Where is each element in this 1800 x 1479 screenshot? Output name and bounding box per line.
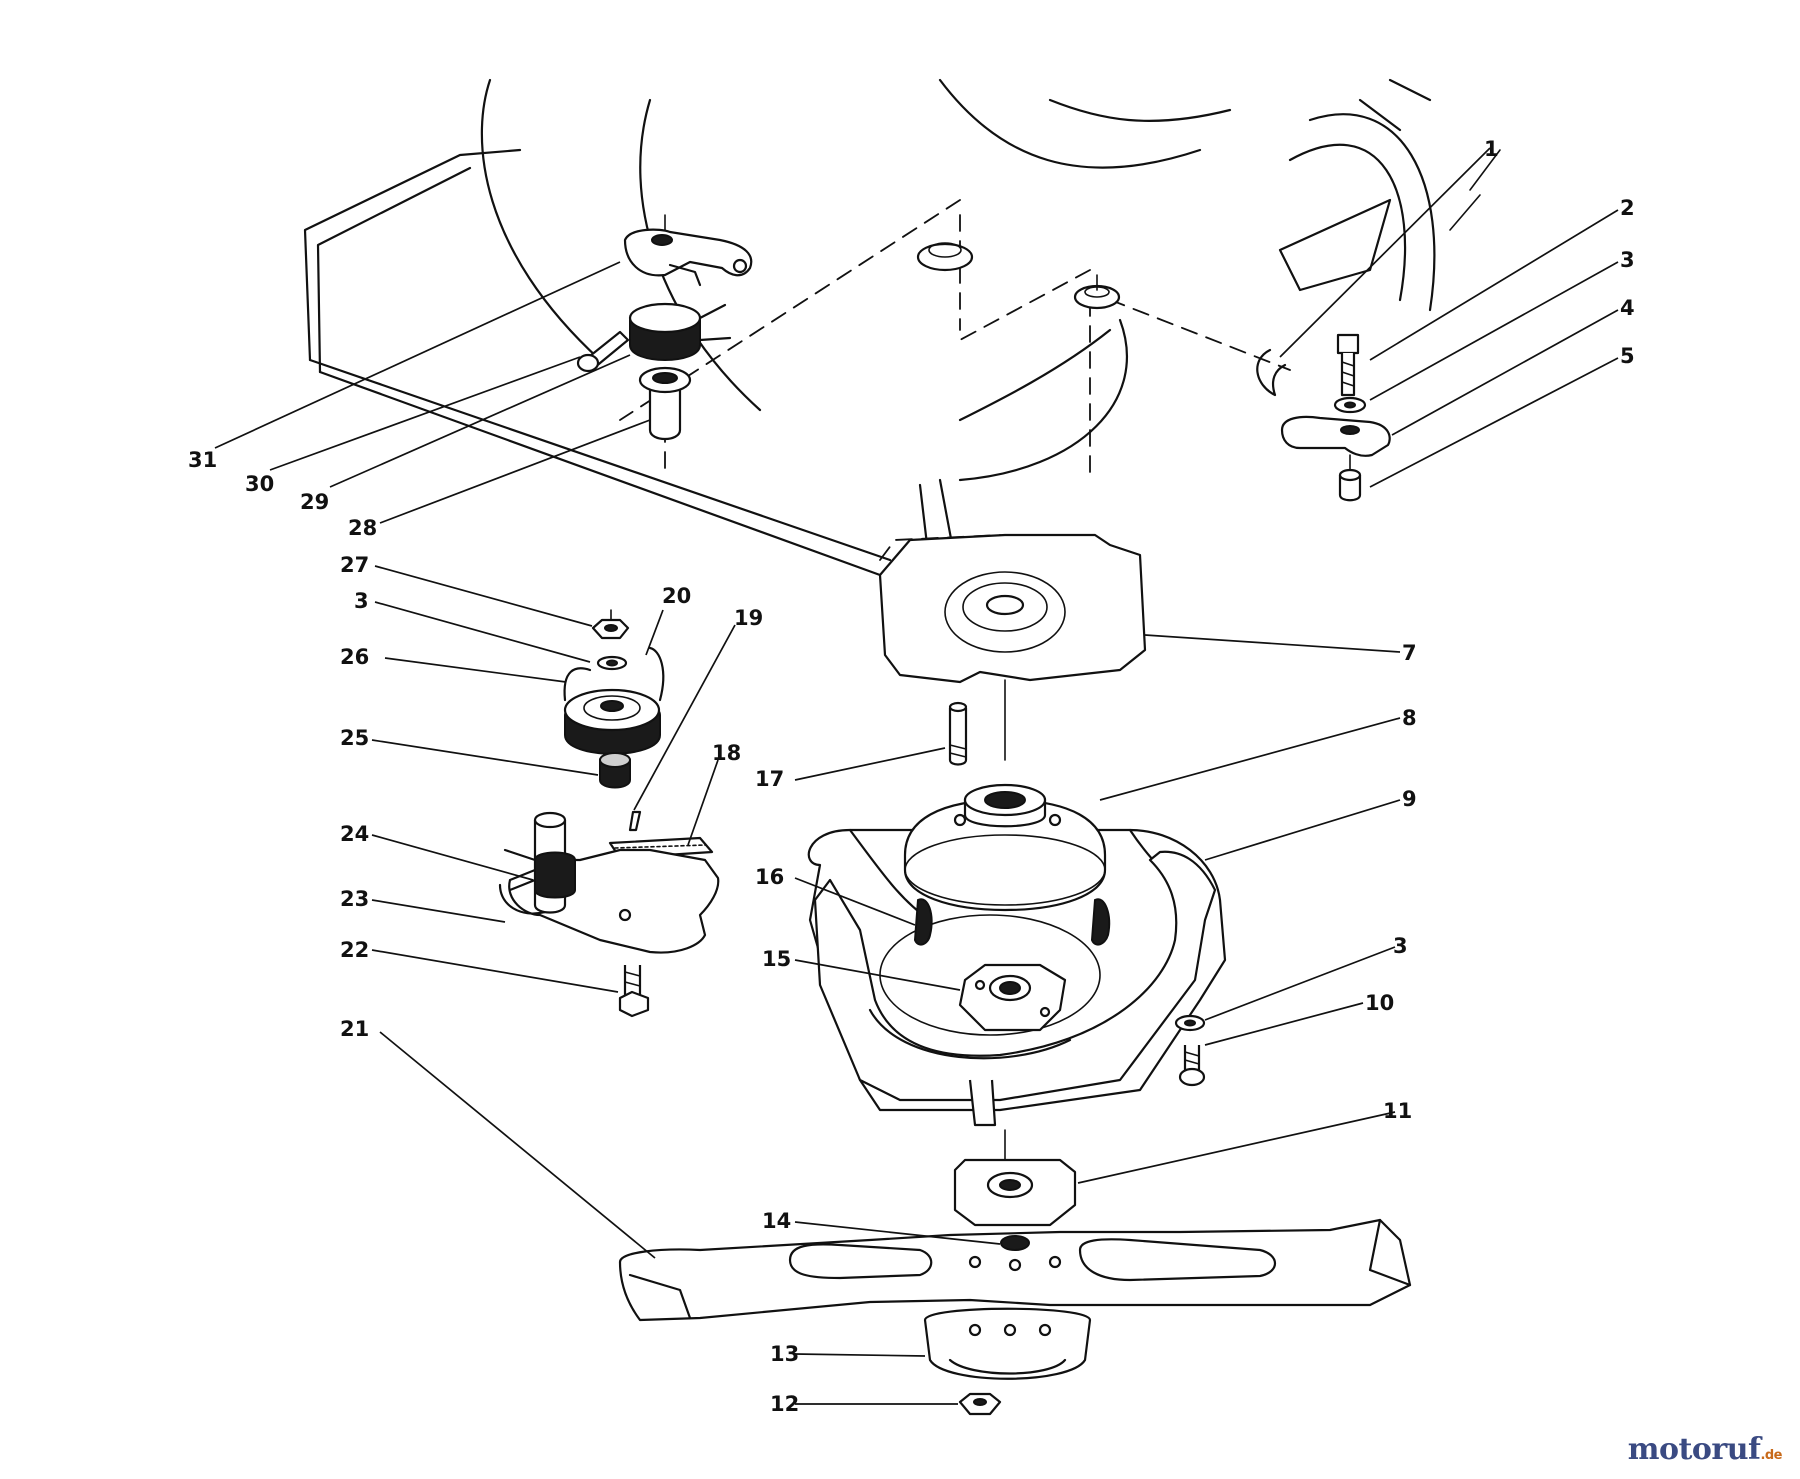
height-adjust-assembly: [576, 214, 753, 441]
callout-25: 25: [340, 726, 369, 750]
blade-assembly: [618, 1129, 1412, 1416]
callout-23: 23: [340, 887, 369, 911]
callout-3-idler: 3: [354, 589, 369, 613]
leader-lines: [214, 147, 1619, 1405]
callout-20: 20: [662, 584, 691, 608]
watermark-brand: motoruf: [1627, 1432, 1761, 1467]
callout-18: 18: [712, 741, 741, 765]
callout-5: 5: [1620, 344, 1635, 368]
callout-24: 24: [340, 822, 369, 846]
callout-27: 27: [340, 553, 369, 577]
watermark-tld: .de: [1760, 1448, 1782, 1463]
callout-2: 2: [1620, 196, 1635, 220]
callout-14: 14: [762, 1209, 791, 1233]
callout-13: 13: [770, 1342, 799, 1366]
callout-17: 17: [755, 767, 784, 791]
callout-31: 31: [188, 448, 217, 472]
callout-21: 21: [340, 1017, 369, 1041]
blade-housing: [807, 783, 1227, 1127]
watermark-logo: motoruf.de: [1627, 1432, 1783, 1467]
callout-8: 8: [1402, 706, 1417, 730]
callout-labels: 1 2 3 4 5 7 8 9 3 10 11 12 13 14 15 16 1…: [188, 137, 1635, 1416]
callout-16: 16: [755, 865, 784, 889]
callout-30: 30: [245, 472, 274, 496]
callout-29: 29: [300, 490, 329, 514]
callout-26: 26: [340, 645, 369, 669]
callout-11: 11: [1383, 1099, 1412, 1123]
callout-3: 3: [1620, 248, 1635, 272]
idler-pulley-assembly: [498, 609, 720, 1018]
callout-1: 1: [1484, 137, 1499, 161]
callout-19: 19: [734, 606, 763, 630]
callout-28: 28: [348, 516, 377, 540]
callout-9: 9: [1402, 787, 1417, 811]
callout-10: 10: [1365, 991, 1394, 1015]
callout-12: 12: [770, 1392, 799, 1416]
callout-3-housing: 3: [1393, 934, 1408, 958]
right-bracket-assembly: [1256, 333, 1391, 502]
callout-4: 4: [1620, 296, 1635, 320]
pin: [948, 701, 968, 766]
callout-7: 7: [1402, 641, 1417, 665]
gasket-plate: [878, 533, 1147, 761]
mower-deck-housing: [303, 78, 1501, 577]
callout-22: 22: [340, 938, 369, 962]
callout-15: 15: [762, 947, 791, 971]
